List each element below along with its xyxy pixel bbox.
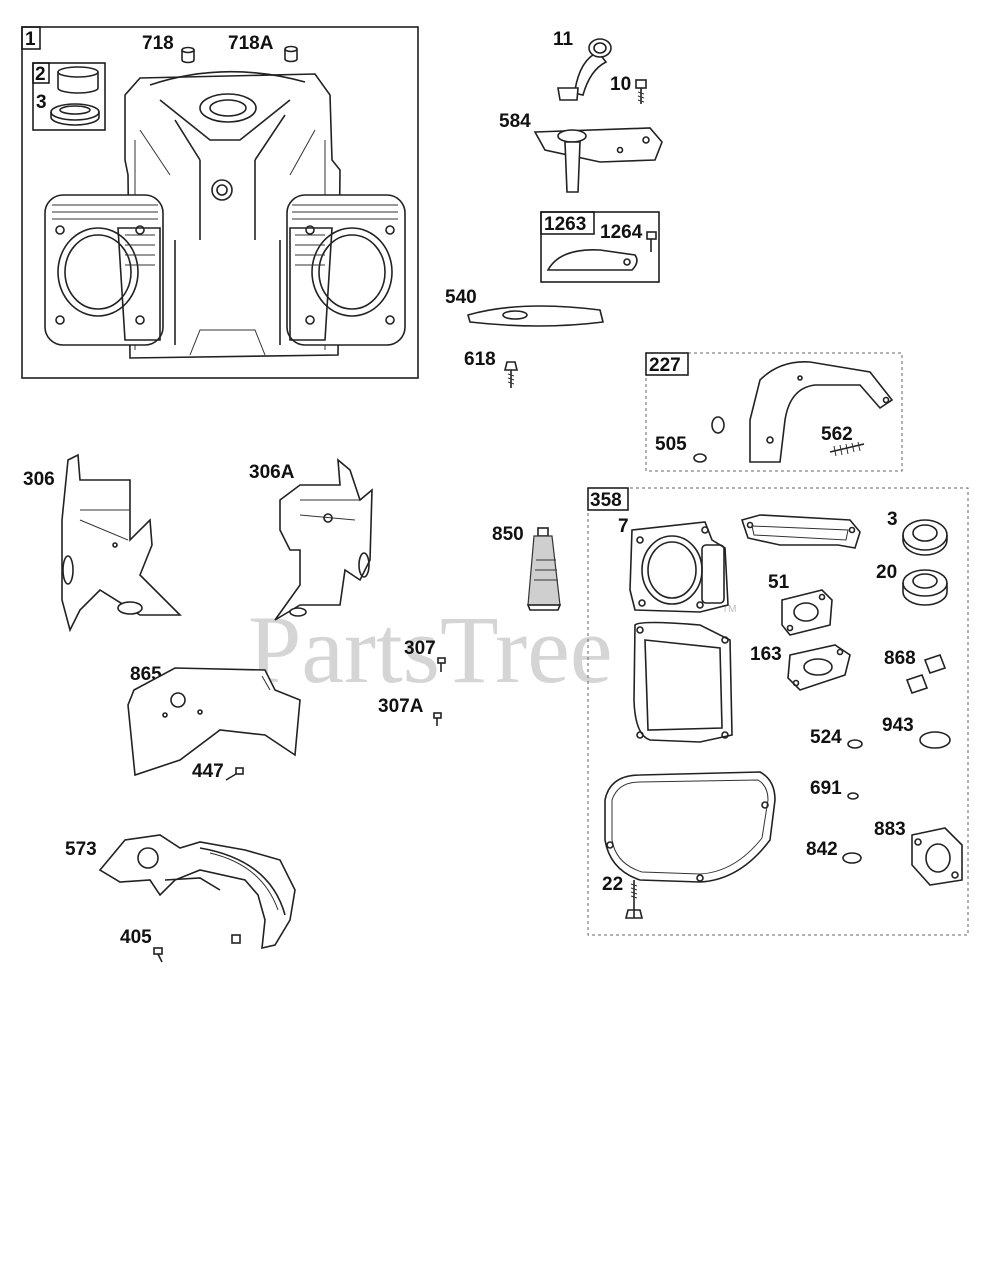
seal-3-part[interactable] [902,519,948,556]
label-227[interactable]: 227 [649,355,681,376]
label-524[interactable]: 524 [810,727,842,748]
label-943[interactable]: 943 [882,715,914,736]
screw-618-part[interactable] [503,361,519,388]
ring-842-part[interactable] [842,852,862,864]
label-573[interactable]: 573 [65,839,97,860]
shroud-865-part[interactable] [127,667,301,777]
baffle-1263-number-box [540,211,595,235]
spring-562-part[interactable] [829,441,865,457]
label-447[interactable]: 447 [192,761,224,782]
label-718[interactable]: 718 [142,33,174,54]
bracket-584-part[interactable] [533,127,663,193]
gasket-51-part[interactable] [781,589,833,636]
dipstick-tube-part[interactable] [557,38,612,101]
governor-227-number-box [645,352,689,376]
label-22[interactable]: 22 [602,874,623,895]
label-1264[interactable]: 1264 [600,222,643,243]
gasket-set-358-number-box [587,487,629,511]
label-306[interactable]: 306 [23,469,55,490]
gasket-540-part[interactable] [467,305,604,327]
label-718a[interactable]: 718A [228,33,274,54]
dowel-pin-718[interactable] [181,46,195,64]
label-1[interactable]: 1 [25,29,36,50]
gasket-set-358-box [587,487,969,936]
dowel-pin-718a[interactable] [284,45,298,63]
label-2[interactable]: 2 [35,64,46,85]
head-gasket-7-part[interactable] [629,521,729,613]
label-11[interactable]: 11 [553,29,574,50]
label-868[interactable]: 868 [884,648,916,669]
seal-part[interactable] [50,103,100,126]
cylinder-assembly-number-box [21,26,41,50]
label-850[interactable]: 850 [492,524,524,545]
label-10[interactable]: 10 [610,74,631,95]
label-405[interactable]: 405 [120,927,152,948]
label-20[interactable]: 20 [876,562,897,583]
label-3-seal[interactable]: 3 [36,92,47,113]
fitting-868-part[interactable] [905,653,947,695]
washer-505-part[interactable] [693,416,725,463]
gasket-883-part[interactable] [911,827,963,886]
label-306a[interactable]: 306A [249,462,295,483]
cylinder-assembly-box [21,26,419,379]
seal-20-part[interactable] [902,569,948,606]
crankcase-gasket-part[interactable] [604,771,776,883]
screw-307a-part[interactable] [433,712,442,726]
label-358[interactable]: 358 [590,490,622,511]
blower-housing-573-part[interactable] [98,834,296,950]
ring-943-part[interactable] [919,731,951,749]
bushing-seal-subbox [32,62,106,131]
label-505[interactable]: 505 [655,434,687,455]
label-163[interactable]: 163 [750,644,782,665]
watermark-trademark: TM [722,604,736,615]
cylinder-assembly-group: 1 2 3 718 718A [21,26,419,379]
screw-10-part[interactable] [635,79,647,104]
label-307[interactable]: 307 [404,638,436,659]
shroud-306a-part[interactable] [274,458,373,621]
bushing-number-box [32,62,50,84]
governor-lever-part[interactable] [749,361,894,463]
label-842[interactable]: 842 [806,839,838,860]
label-7[interactable]: 7 [618,516,629,537]
label-691[interactable]: 691 [810,778,842,799]
bushing-part[interactable] [57,66,99,94]
governor-227-box [645,352,903,472]
cylinder-block-part[interactable] [44,70,406,359]
bolt-22-part[interactable] [624,880,644,919]
label-883[interactable]: 883 [874,819,906,840]
ring-524-part[interactable] [847,739,863,749]
label-618[interactable]: 618 [464,349,496,370]
screw-1264-part[interactable] [646,231,657,252]
washer-691-part[interactable] [847,792,859,800]
shroud-306-part[interactable] [61,453,182,633]
sealant-tube-850-part[interactable] [526,527,562,611]
label-3-seal-358[interactable]: 3 [887,509,898,530]
label-307a[interactable]: 307A [378,696,424,717]
watermark: PartsTree [248,596,612,703]
screw-405-part[interactable] [153,947,163,963]
screw-447-part[interactable] [225,767,244,781]
gasket-163-part[interactable] [787,644,851,691]
valve-cover-gasket-part[interactable] [633,621,733,743]
label-1263[interactable]: 1263 [544,214,586,235]
label-51[interactable]: 51 [768,572,790,593]
screw-307-part[interactable] [437,657,446,672]
intake-gasket-part[interactable] [740,514,861,549]
baffle-1263-part[interactable] [546,249,638,271]
label-540[interactable]: 540 [445,287,477,308]
label-562[interactable]: 562 [821,424,853,445]
label-584[interactable]: 584 [499,111,531,132]
baffle-1263-box [540,211,660,283]
